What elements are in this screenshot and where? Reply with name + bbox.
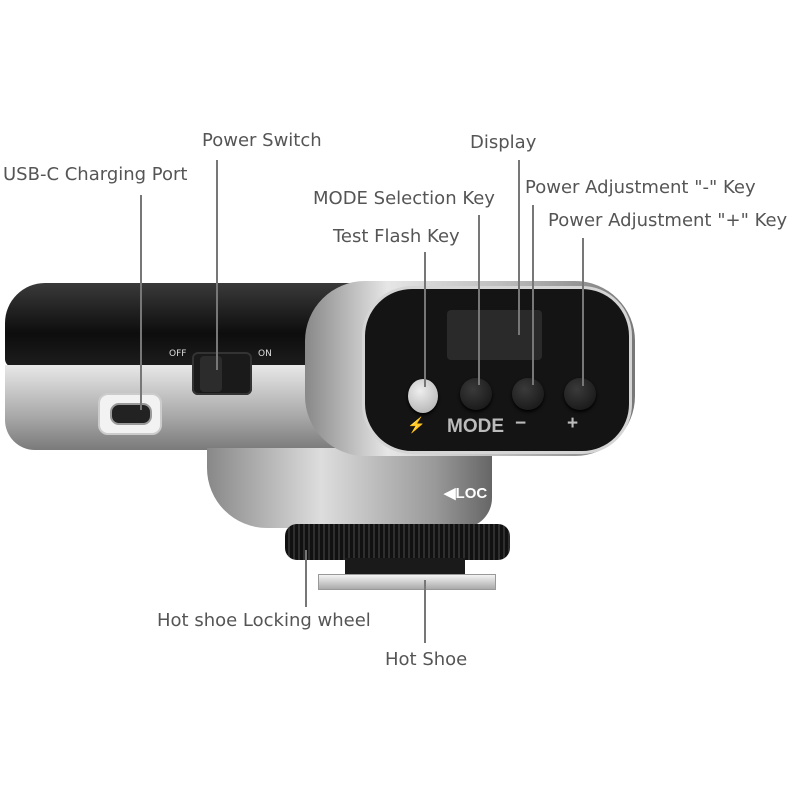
label-test-flash: Test Flash Key (333, 226, 460, 247)
label-power-plus: Power Adjustment "+" Key (548, 210, 788, 231)
mode-key[interactable] (460, 378, 492, 410)
label-display: Display (470, 132, 537, 153)
leader-power-minus (532, 205, 534, 385)
plus-text: + (567, 413, 579, 434)
leader-display (518, 160, 520, 335)
test-flash-key[interactable] (408, 379, 438, 413)
leader-usb-c (140, 195, 142, 410)
label-power-minus: Power Adjustment "-" Key (525, 177, 756, 198)
leader-hot-shoe (424, 580, 426, 643)
label-mode-key: MODE Selection Key (313, 188, 495, 209)
label-hot-shoe: Hot Shoe (385, 649, 468, 670)
mount (207, 448, 492, 528)
minus-text: − (515, 413, 527, 434)
display-screen (447, 310, 542, 360)
label-usb-c: USB-C Charging Port (3, 164, 188, 185)
plus-key[interactable] (564, 378, 596, 410)
switch-on-text: ON (258, 349, 272, 359)
mode-text: MODE (447, 416, 504, 437)
leader-test-flash (424, 252, 426, 387)
locking-wheel[interactable] (285, 524, 510, 560)
flash-icon: ⚡ (407, 417, 426, 434)
leader-locking-wheel (305, 550, 307, 607)
hot-shoe-plate (318, 574, 496, 590)
hot-shoe-block (345, 558, 465, 578)
switch-off-text: OFF (169, 349, 187, 359)
leader-power-plus (582, 238, 584, 386)
label-locking-wheel: Hot shoe Locking wheel (157, 610, 371, 631)
leader-mode-key (478, 215, 480, 385)
lock-text: ◀LOC (444, 485, 488, 502)
leader-power-switch (216, 160, 218, 370)
usb-c-slot (110, 403, 152, 425)
label-power-switch: Power Switch (202, 130, 322, 151)
switch-knob (200, 356, 222, 392)
minus-key[interactable] (512, 378, 544, 410)
